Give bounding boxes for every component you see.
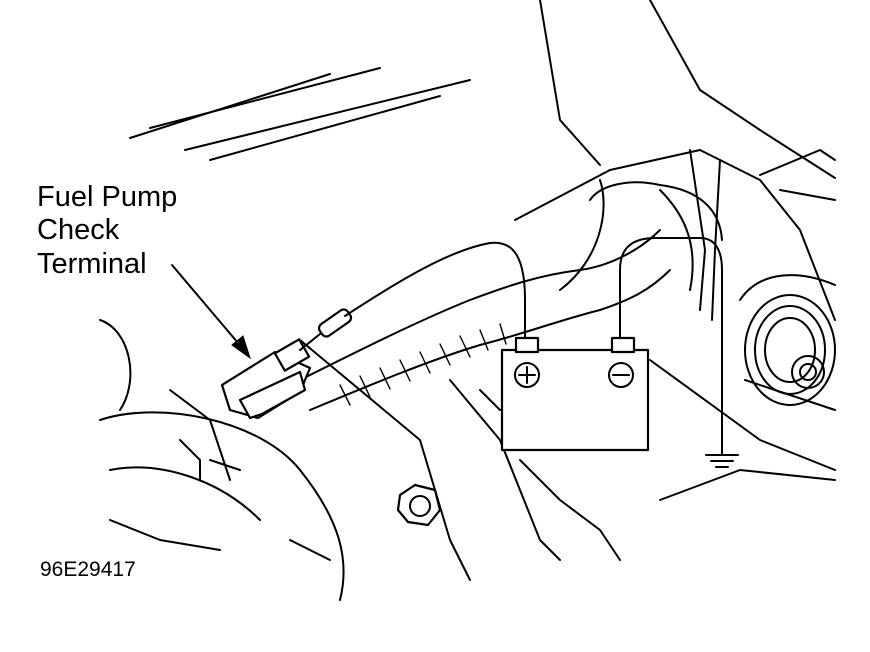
callout-arrow (171, 264, 251, 360)
jumper-wires (344, 237, 723, 456)
battery-icon (500, 336, 650, 452)
callout-label-line2: Check (37, 214, 120, 246)
callout-label-line1: Fuel Pump (37, 181, 178, 213)
callout-label-line3: Terminal (37, 248, 147, 280)
fuel-pump-check-connector-icon (220, 308, 353, 420)
wiring-harness (299, 149, 721, 411)
pulley (744, 294, 836, 406)
ground-symbol-icon (705, 454, 739, 468)
figure-id: 96E29417 (40, 558, 136, 581)
